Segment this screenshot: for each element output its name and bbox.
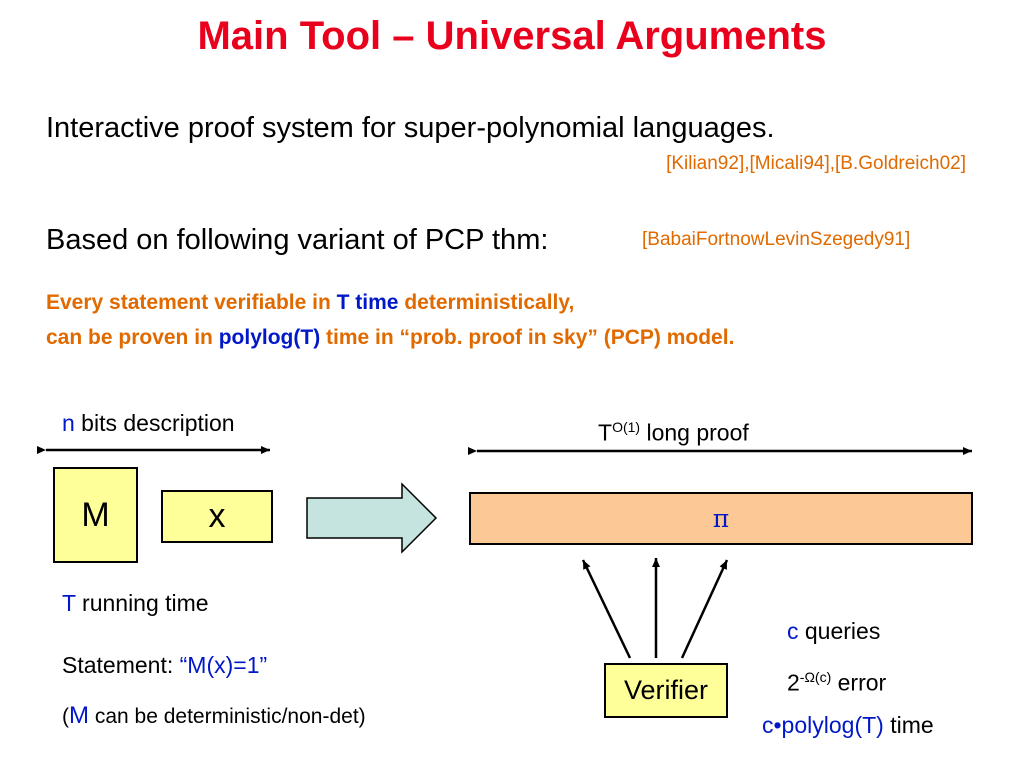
statement-value: “M(x)=1” bbox=[179, 652, 268, 678]
description-label: n bits description bbox=[62, 410, 235, 437]
pcp-variant-line: Based on following variant of PCP thm: bbox=[46, 224, 549, 256]
stmt1-time: time bbox=[349, 291, 399, 314]
stmt1-a: Every statement verifiable in bbox=[46, 291, 337, 314]
statement-label: Statement: “M(x)=1” bbox=[62, 652, 267, 679]
queries-var-c: c bbox=[787, 618, 799, 644]
error-label: 2-Ω(c) error bbox=[787, 669, 886, 697]
note-text: can be deterministic/non-det) bbox=[89, 705, 366, 728]
input-x-box: x bbox=[161, 490, 273, 543]
stmt2-c: time in “prob. proof in sky” (PCP) model… bbox=[320, 326, 735, 349]
citation-bfls: [BabaiFortnowLevinSzegedy91] bbox=[642, 229, 911, 250]
intro-line: Interactive proof system for super-polyn… bbox=[46, 112, 775, 144]
verifier-box: Verifier bbox=[604, 663, 728, 718]
runtime-var-T: T bbox=[62, 590, 76, 616]
stmt1-d: deterministically, bbox=[398, 291, 575, 314]
pi-symbol: π bbox=[712, 504, 730, 533]
error-base: 2 bbox=[787, 669, 800, 696]
error-exp: -Ω(c) bbox=[799, 669, 832, 685]
machine-note: (M can be deterministic/non-det) bbox=[62, 702, 366, 730]
proof-len-text: long proof bbox=[640, 419, 749, 446]
queries-label: c queries bbox=[787, 618, 880, 645]
slide-title: Main Tool – Universal Arguments bbox=[197, 14, 827, 58]
transform-block-arrow bbox=[306, 482, 438, 554]
pcp-statement-line2: can be proven in polylog(T) time in “pro… bbox=[46, 326, 734, 350]
note-var-M: M bbox=[69, 702, 89, 729]
query-arrow-right bbox=[680, 559, 729, 659]
stmt2-polylog: polylog(T) bbox=[218, 326, 321, 349]
stmt1-T: T bbox=[336, 291, 350, 314]
error-text: error bbox=[831, 669, 887, 696]
desc-var-n: n bbox=[62, 410, 75, 436]
proof-len-exp: O(1) bbox=[612, 419, 641, 435]
pcp-statement-line1: Every statement verifiable in T time det… bbox=[46, 291, 574, 315]
stmt2-a: can be proven in bbox=[46, 326, 219, 349]
citation-universal-args: [Kilian92],[Micali94],[B.Goldreich02] bbox=[666, 153, 966, 174]
note-open: ( bbox=[62, 705, 69, 728]
queries-text: queries bbox=[798, 618, 881, 644]
vtime-text: time bbox=[883, 712, 934, 738]
verifier-time-label: c•polylog(T) time bbox=[762, 712, 934, 739]
proof-length-label: TO(1) long proof bbox=[598, 419, 749, 447]
proof-pi-box: π bbox=[469, 492, 973, 545]
running-time-label: T running time bbox=[62, 590, 209, 617]
runtime-text: running time bbox=[75, 590, 209, 616]
statement-prefix: Statement: bbox=[62, 652, 180, 678]
desc-text: bits description bbox=[74, 410, 235, 436]
proof-len-base: T bbox=[598, 419, 613, 446]
query-arrow-left bbox=[581, 559, 632, 659]
vtime-var: c•polylog(T) bbox=[762, 712, 884, 738]
machine-m-box: M bbox=[53, 467, 138, 563]
